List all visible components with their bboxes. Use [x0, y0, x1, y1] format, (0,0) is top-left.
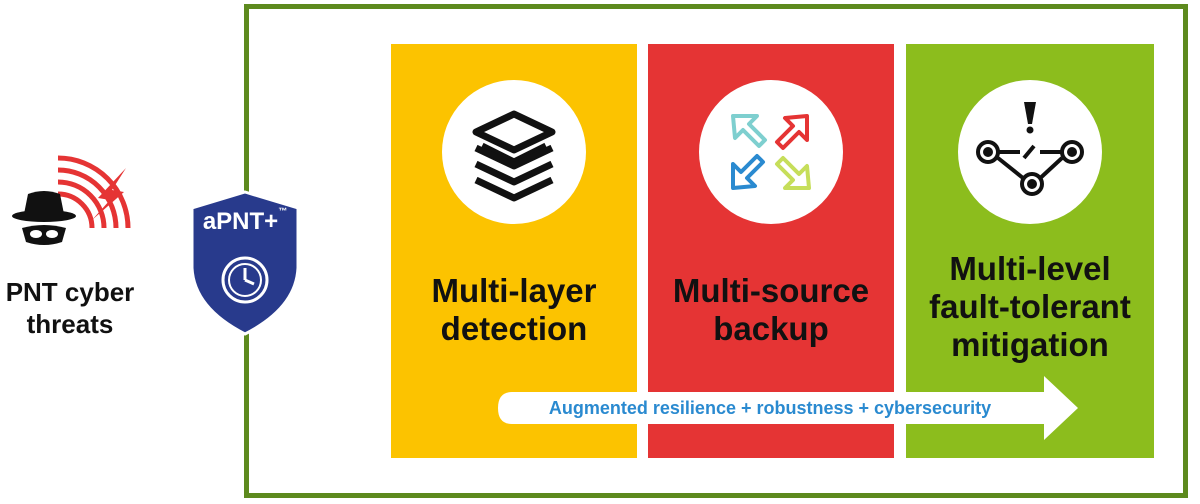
- column-title: Multi-layer detection: [431, 272, 597, 347]
- network-warning-icon: [976, 102, 1084, 196]
- shield-icon: [190, 190, 300, 336]
- column-title: Multi-source backup: [672, 272, 870, 347]
- augmented-arrow: [496, 374, 1082, 442]
- converging-arrows-icon: [731, 114, 811, 190]
- layers-icon: [472, 110, 556, 202]
- hacker-icon: [12, 155, 131, 245]
- arrows-icon-circle: [699, 80, 843, 224]
- column-backup: Multi-source backup: [648, 44, 894, 458]
- shield-label: aPNT+™: [202, 206, 288, 235]
- threat-icon-group: [0, 150, 160, 270]
- column-detection: Multi-layer detection: [391, 44, 637, 458]
- clock-icon: [221, 256, 269, 304]
- layers-icon-circle: [442, 80, 586, 224]
- apnt-shield: [186, 188, 304, 338]
- threat-label: PNT cyber threats: [5, 277, 135, 339]
- arrow-label: Augmented resilience + robustness + cybe…: [548, 398, 992, 418]
- column-title: Multi-level fault-tolerant mitigation: [929, 250, 1131, 363]
- column-mitigation: Multi-level fault-tolerant mitigation: [906, 44, 1154, 458]
- right-arrow-icon: [498, 376, 1078, 440]
- network-icon-circle: [958, 80, 1102, 224]
